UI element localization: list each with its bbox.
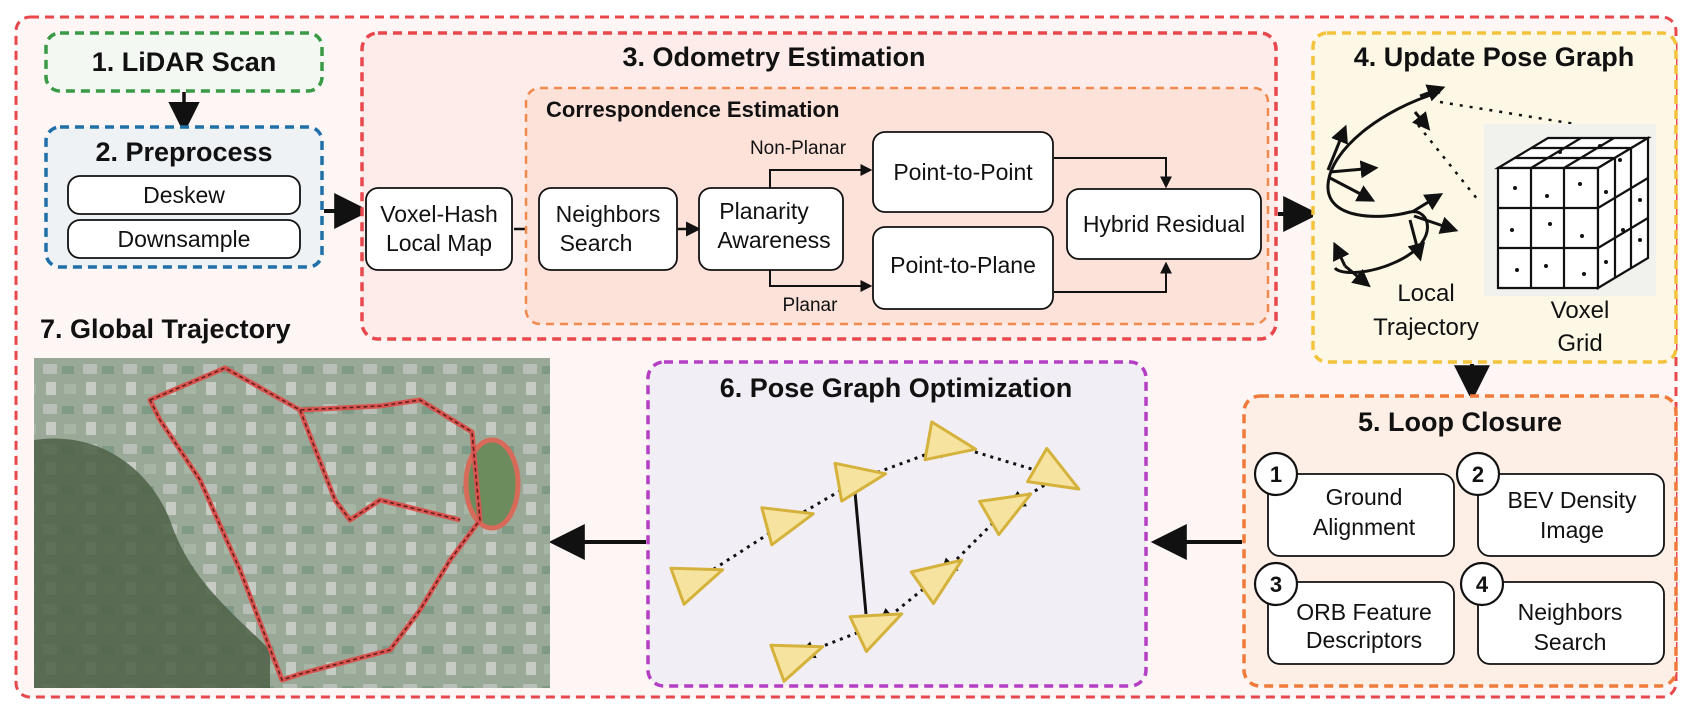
pose-node-4 — [923, 420, 978, 462]
update-pose-graph-stage: 4. Update Pose Graph Local Trajectory — [1311, 31, 1678, 364]
point-to-point-box: Point-to-Point — [893, 159, 1033, 185]
planar-label: Planar — [783, 295, 839, 316]
arrow-planar — [769, 270, 873, 292]
preprocess-stage: 2. Preprocess Deskew Downsample — [44, 125, 324, 269]
voxel-grid-cube — [1484, 124, 1656, 296]
method-number-2: 2 — [1472, 462, 1484, 487]
dotted-link-bottom — [1417, 124, 1479, 201]
ground-alignment-line2: Alignment — [1313, 514, 1416, 540]
pose-graph-optimization-stage: 6. Pose Graph Optimization — [646, 360, 1148, 688]
point-to-plane-box: Point-to-Plane — [890, 252, 1036, 278]
orb-feature-line2: Descriptors — [1306, 627, 1422, 653]
odometry-stage: 3. Odometry Estimation Voxel-Hash Local … — [360, 31, 1278, 341]
loop-closure-stage: 5. Loop Closure Ground Alignment 1 BEV D… — [1242, 394, 1678, 688]
lidar-scan-stage: 1. LiDAR Scan — [44, 31, 324, 93]
arrow-non-planar — [769, 164, 873, 188]
loop-closure-title: 5. Loop Closure — [1358, 407, 1562, 437]
preprocess-title: 2. Preprocess — [95, 137, 272, 167]
pose-node-6 — [978, 492, 1033, 537]
odometry-title: 3. Odometry Estimation — [622, 42, 925, 72]
voxel-grid-line1: Voxel — [1551, 297, 1610, 324]
method-number-1: 1 — [1270, 462, 1282, 487]
method-number-4: 4 — [1476, 572, 1489, 597]
voxel-hash-line2: Local Map — [386, 230, 492, 256]
downsample-step: Downsample — [118, 226, 251, 252]
bev-density-line1: BEV Density — [1507, 487, 1637, 513]
pose-node-3 — [833, 461, 888, 503]
local-trajectory-line2: Trajectory — [1373, 314, 1479, 341]
pose-node-9 — [769, 643, 825, 683]
dark-vegetation-area — [34, 438, 270, 688]
pose-edge-8 — [796, 622, 881, 659]
pose-node-5 — [1026, 446, 1081, 491]
non-planar-label: Non-Planar — [750, 138, 847, 159]
optimization-title: 6. Pose Graph Optimization — [720, 373, 1073, 403]
voxel-points — [1510, 144, 1642, 276]
arrow-ptpl-to-hybrid — [1054, 261, 1172, 293]
global-trajectory-title: 7. Global Trajectory — [40, 314, 291, 344]
ground-alignment-line1: Ground — [1326, 484, 1403, 510]
planarity-line2: Awareness — [717, 227, 830, 253]
local-trajectory-line1: Local — [1397, 280, 1454, 307]
bev-density-line2: Image — [1540, 517, 1604, 543]
pose-node-7 — [909, 558, 964, 605]
pose-node-8 — [848, 612, 904, 653]
method-number-3: 3 — [1270, 572, 1282, 597]
neighbors-line1: Neighbors — [556, 201, 661, 227]
neighbors-line2: Search — [560, 230, 633, 256]
voxel-hash-line1: Voxel-Hash — [380, 201, 498, 227]
deskew-step: Deskew — [143, 182, 225, 208]
loop-closure-edge — [853, 491, 868, 615]
global-trajectory-stage: 7. Global Trajectory — [34, 314, 550, 688]
neighbors-search-line2: Search — [1534, 629, 1607, 655]
voxel-grid-line2: Grid — [1557, 330, 1602, 357]
pose-node-1 — [669, 566, 725, 606]
pose-edge-2 — [789, 476, 866, 522]
correspondence-title: Correspondence Estimation — [546, 97, 839, 122]
planarity-line1: Planarity — [719, 198, 809, 224]
orb-feature-line1: ORB Feature — [1296, 599, 1432, 625]
hybrid-residual-box: Hybrid Residual — [1083, 211, 1245, 237]
lidar-scan-title: 1. LiDAR Scan — [92, 47, 277, 77]
local-trajectory-sketch — [1326, 84, 1459, 288]
pose-node-2 — [760, 506, 815, 547]
arrow-ptp-to-hybrid — [1054, 157, 1172, 189]
neighbors-search-line1: Neighbors — [1518, 599, 1623, 625]
pose-graph-nodes — [669, 420, 1081, 683]
dotted-link-top — [1439, 100, 1576, 126]
pose-graph-title: 4. Update Pose Graph — [1354, 42, 1635, 72]
